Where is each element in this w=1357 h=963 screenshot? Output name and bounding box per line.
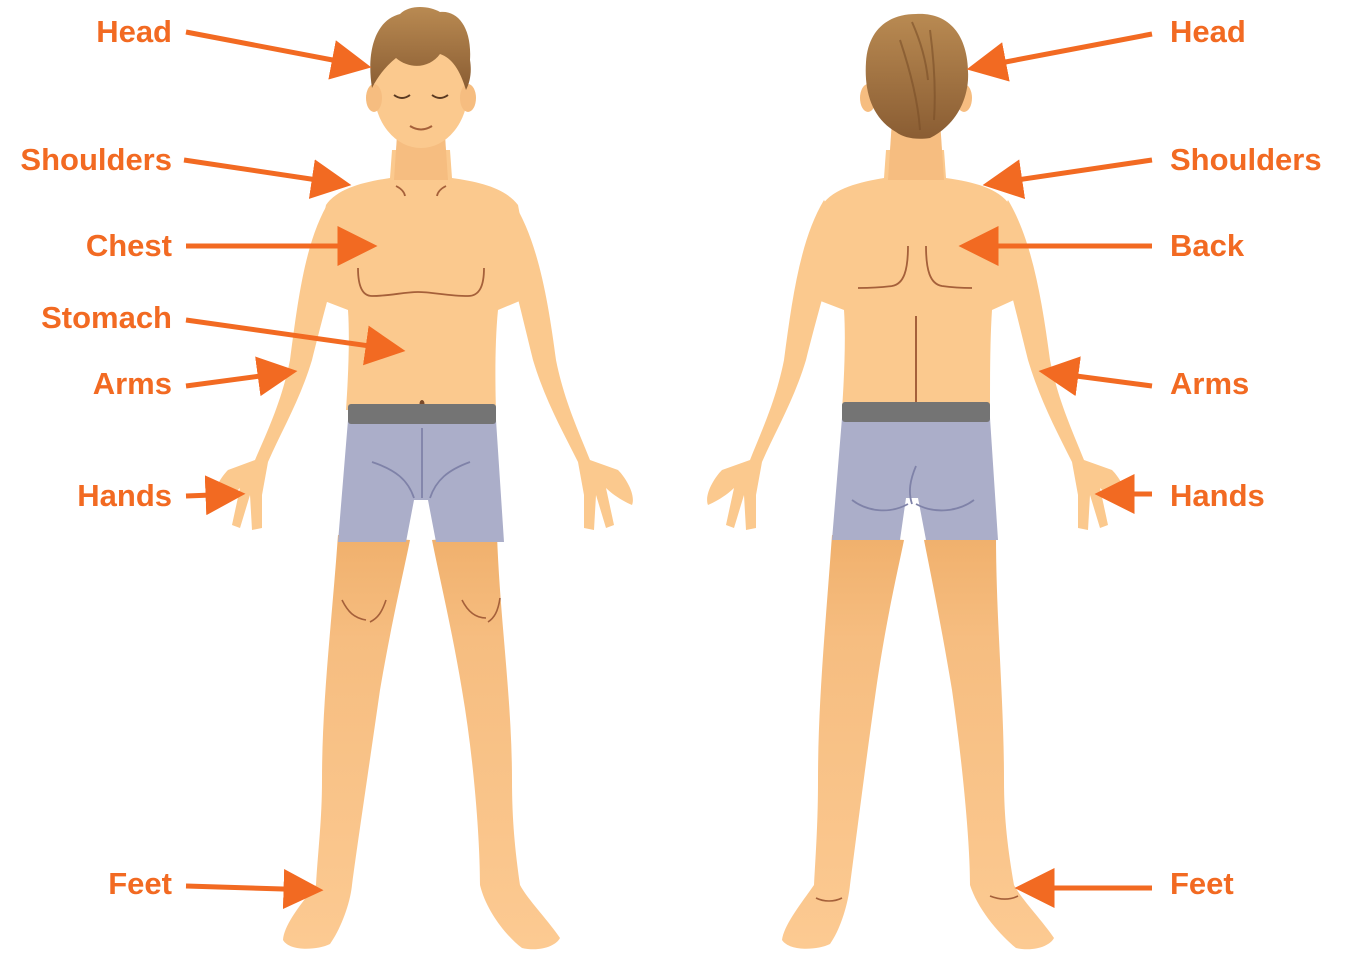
front-labels: Head Shoulders Chest Stomach Arms Hands … [20,14,172,901]
arrow-front-feet [186,886,316,890]
label-back-feet: Feet [1170,866,1234,901]
back-body-figure [707,14,1127,949]
arrow-front-arms [186,372,290,386]
label-front-shoulders: Shoulders [20,142,172,177]
arrow-front-shoulders [184,160,344,184]
back-shorts [832,418,998,540]
label-back-arms: Arms [1170,366,1249,401]
label-front-feet: Feet [108,866,172,901]
label-front-arms: Arms [93,366,172,401]
back-legs [782,535,1054,949]
label-front-hands: Hands [77,478,172,513]
arrow-back-shoulders [990,160,1152,184]
back-labels: Head Shoulders Back Arms Hands Feet [1170,14,1322,901]
label-back-head: Head [1170,14,1246,49]
label-back-shoulders: Shoulders [1170,142,1322,177]
arrow-front-hands [186,494,238,496]
label-front-chest: Chest [86,228,172,263]
back-waistband [842,402,990,422]
front-waistband [348,404,496,424]
label-front-stomach: Stomach [41,300,172,335]
front-body-figure [214,7,633,949]
front-shorts [338,420,504,542]
front-torso [319,150,524,410]
label-back-back: Back [1170,228,1245,263]
label-back-hands: Hands [1170,478,1265,513]
label-front-head: Head [96,14,172,49]
arrow-back-head [974,34,1152,68]
arrow-back-arms [1046,372,1152,386]
front-legs [283,535,560,949]
arrow-front-head [186,32,364,66]
